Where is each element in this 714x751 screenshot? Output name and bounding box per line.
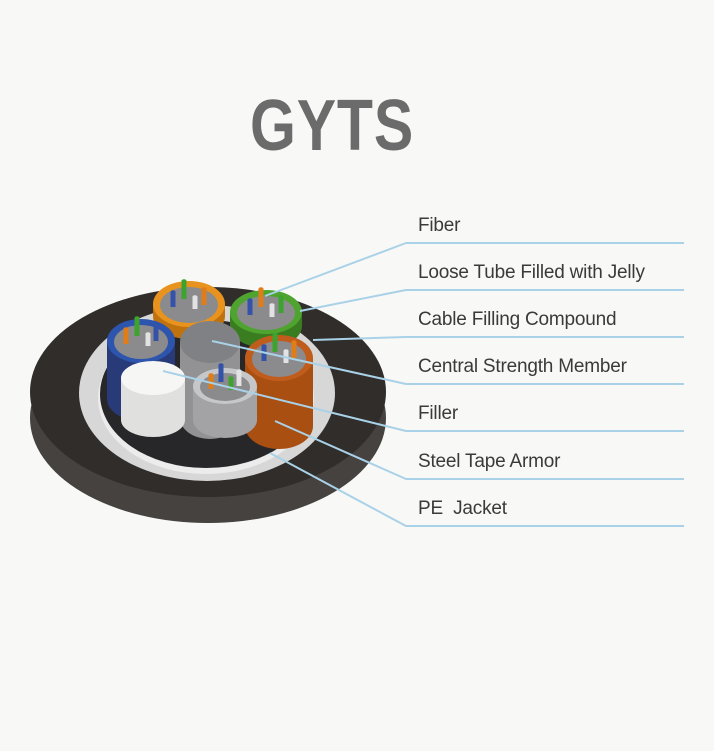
leader-line-loose-tube <box>299 289 684 312</box>
fibers-orange-tube <box>170 279 207 309</box>
leader-line-central-strength-member <box>211 340 684 385</box>
label-fiber: Fiber <box>418 215 461 236</box>
fibers-green-tube <box>247 287 284 317</box>
label-pe-jacket: PE Jacket <box>418 498 507 519</box>
fibers-blue-tube <box>123 316 159 346</box>
leader-line-fiber <box>264 242 684 297</box>
page-title: GYTS <box>249 86 415 166</box>
label-loose-tube: Loose Tube Filled with Jelly <box>418 262 645 283</box>
label-filler: Filler <box>418 403 458 424</box>
leader-line-pe-jacket <box>269 452 684 527</box>
loose-tube-green <box>230 287 302 348</box>
filler <box>121 361 185 437</box>
label-steel-tape-armor: Steel Tape Armor <box>418 451 561 472</box>
label-central-strength-member: Central Strength Member <box>418 356 627 377</box>
leader-lines <box>162 242 684 527</box>
leader-line-filler <box>162 370 684 432</box>
loose-tube-gray <box>193 363 257 438</box>
label-cable-filling-compound: Cable Filling Compound <box>418 309 617 330</box>
loose-tube-orange <box>153 279 225 339</box>
leader-line-steel-tape-armor <box>274 420 684 480</box>
leader-line-cable-filling-compound <box>312 336 684 341</box>
